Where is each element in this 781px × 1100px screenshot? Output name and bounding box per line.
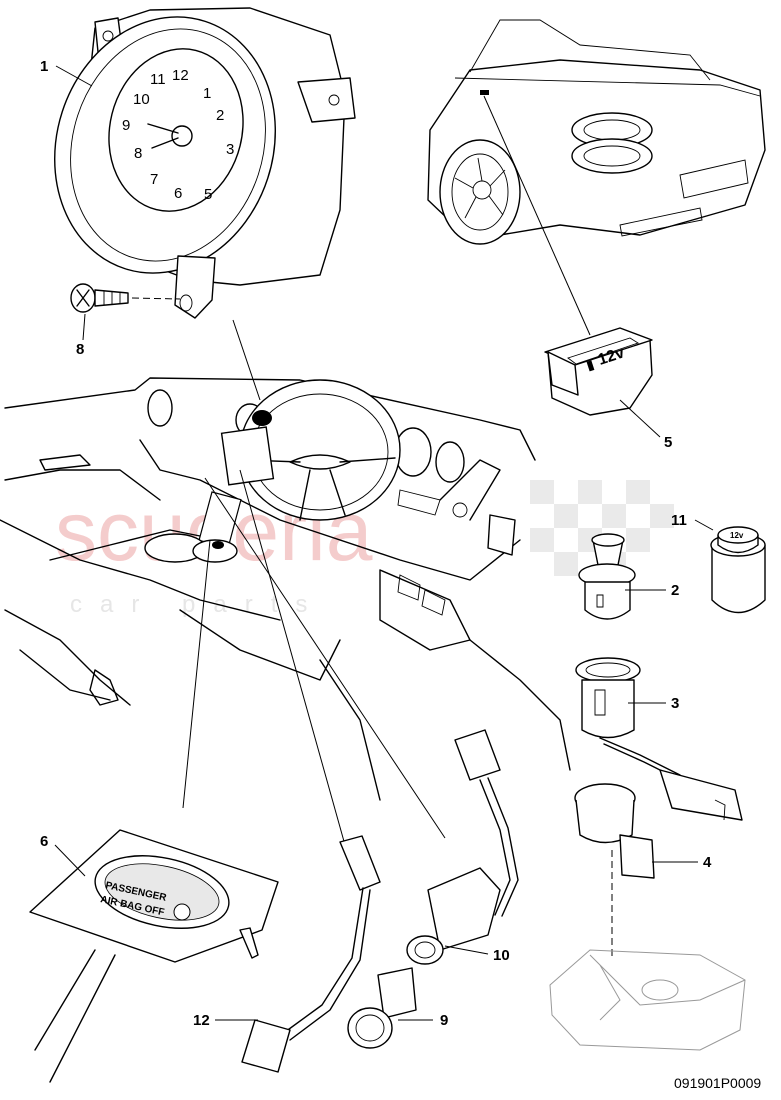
clock-numeral: 2	[216, 107, 224, 124]
airbag-off-panel: PASSENGER AIR BAG OFF	[29, 829, 279, 1083]
clock-numerals: 12 1 2 3 5 6 7 8 9 10 11	[122, 67, 234, 203]
callout-1: 1	[40, 58, 48, 75]
callout-2: 2	[671, 582, 679, 599]
lighter-module-10	[406, 729, 519, 965]
wiring-harness-12	[241, 835, 381, 1073]
watermark-sub: car parts	[70, 591, 325, 618]
screw-part	[70, 283, 181, 313]
callouts: 1 2 3 4 5 6 8 9 10 11 12	[40, 58, 712, 1029]
document-id: 091901P0009	[674, 1075, 761, 1091]
car-rear-view	[427, 19, 766, 336]
clock-numeral: 6	[174, 185, 182, 202]
clock-instrument: 12 1 2 3 5 6 7 8 9 10 11	[54, 7, 356, 319]
callout-4: 4	[703, 854, 712, 871]
socket-cup	[574, 783, 655, 960]
clock-numeral: 12	[172, 67, 189, 84]
clock-numeral: 7	[150, 171, 158, 188]
lighter-socket-body	[575, 657, 743, 821]
checkered-flag-icon	[530, 480, 674, 576]
cigarette-lighter	[578, 533, 636, 620]
small-switch-9	[347, 967, 417, 1049]
callout-6: 6	[40, 833, 48, 850]
clock-numeral: 5	[204, 186, 212, 203]
cigarette-lighter-cap: 12v	[710, 526, 766, 614]
callout-12: 12	[193, 1012, 210, 1029]
clock-numeral: 10	[133, 91, 150, 108]
callout-3: 3	[671, 695, 679, 712]
socket-12v-switch: 12v	[544, 327, 653, 416]
dashboard-interior	[0, 319, 571, 846]
callout-10: 10	[493, 947, 510, 964]
callout-8: 8	[76, 341, 84, 358]
clock-numeral: 3	[226, 141, 234, 158]
callout-5: 5	[664, 434, 672, 451]
clock-numeral: 11	[150, 71, 166, 88]
callout-11: 11	[671, 512, 687, 529]
clock-numeral: 1	[203, 85, 211, 102]
clock-numeral: 8	[134, 145, 142, 162]
leader-lines	[54, 65, 714, 1021]
cap-label: 12v	[730, 531, 744, 540]
console-housing	[549, 949, 746, 1051]
clock-numeral: 9	[122, 117, 130, 134]
callout-9: 9	[440, 1012, 448, 1029]
